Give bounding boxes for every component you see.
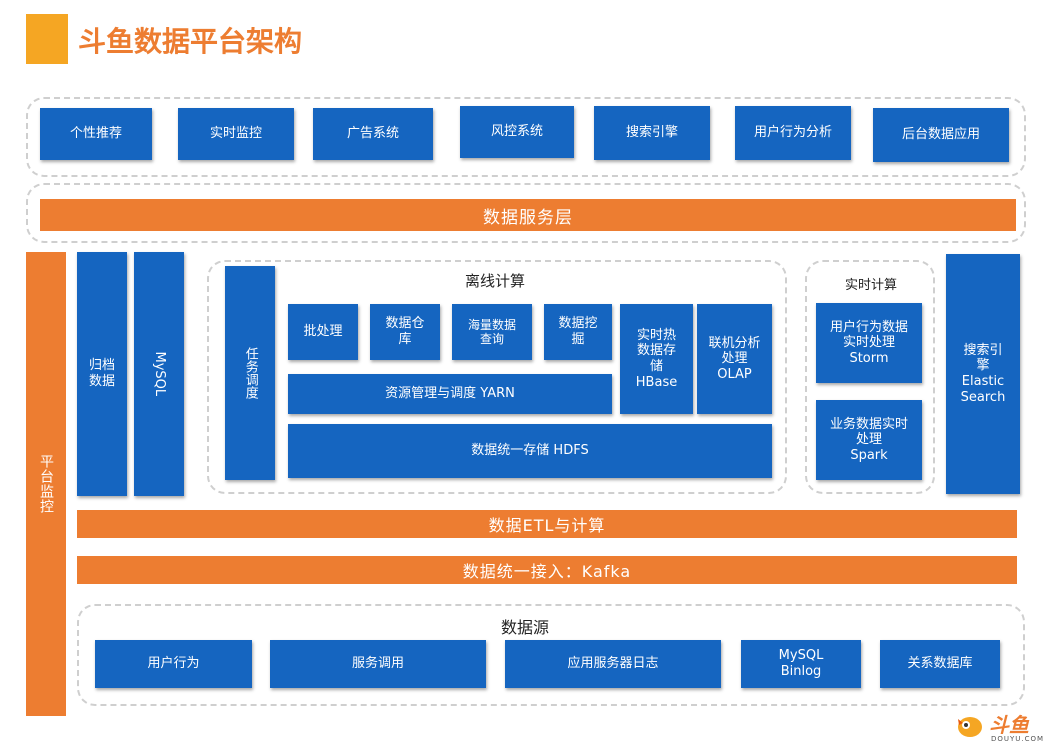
source-relational-db: 关系数据库 [880,640,1000,688]
massive-query-label: 海量数据 查询 [467,317,516,346]
warehouse-box: 数据仓 库 [370,304,440,360]
olap-box: 联机分析 处理 OLAP [697,304,772,414]
spark-box: 业务数据实时 处理 Spark [816,400,922,480]
batch-box: 批处理 [288,304,358,360]
douyu-logo: 斗鱼 DOUYU.COM [955,707,1045,749]
realtime-computing-group [805,260,935,494]
etl-bar: 数据ETL与计算 [77,510,1017,538]
olap-label: 联机分析 处理 OLAP [708,335,761,382]
task-scheduler-label: 任务调度 [242,347,258,399]
app-ad-system: 广告系统 [313,108,433,160]
storm-box: 用户行为数据 实时处理 Storm [816,303,922,383]
source-user-behavior: 用户行为 [95,640,252,688]
douyu-logo-text: 斗鱼 [989,713,1029,737]
app-search-engine: 搜索引擎 [594,106,710,160]
douyu-logo-domain: DOUYU.COM [991,735,1045,743]
offline-computing-title: 离线计算 [464,272,525,290]
data-source-title: 数据源 [500,618,549,637]
title-accent-bar [26,14,68,64]
realtime-computing-title: 实时计算 [844,278,897,293]
source-service-call: 服务调用 [270,640,486,688]
platform-monitor-label: 平台监控 [38,454,54,514]
yarn-box: 资源管理与调度 YARN [288,374,612,414]
mysql-label: MySQL [151,351,167,397]
source-mysql-binlog: MySQL Binlog [741,640,861,688]
archive-data-label: 归档 数据 [88,358,115,389]
app-personal-recommend: 个性推荐 [40,108,152,160]
search-engine-label: 搜索引 擎 Elastic Search [960,342,1006,405]
service-layer-bar: 数据服务层 [40,199,1016,231]
data-mining-box: 数据挖 掘 [544,304,612,360]
app-realtime-monitor: 实时监控 [178,108,294,160]
source-app-server-log: 应用服务器日志 [505,640,721,688]
application-layer-group [26,97,1026,177]
page-title: 斗鱼数据平台架构 [78,25,303,58]
kafka-bar: 数据统一接入：Kafka [77,556,1017,584]
app-backend-data: 后台数据应用 [873,108,1009,162]
mysql-box: MySQL [134,252,184,496]
storm-label: 用户行为数据 实时处理 Storm [829,319,908,366]
app-user-behavior-analysis: 用户行为分析 [735,106,851,160]
service-layer-group [26,183,1026,243]
archive-data-box: 归档 数据 [77,252,127,496]
hbase-box: 实时热 数据存 储 HBase [620,304,693,414]
source-mysql-binlog-label: MySQL Binlog [778,648,824,679]
massive-query-box: 海量数据 查询 [452,304,532,360]
search-engine-box: 搜索引 擎 Elastic Search [946,254,1020,494]
fish-mascot-icon [958,717,982,737]
warehouse-label: 数据仓 库 [385,316,425,347]
hbase-label: 实时热 数据存 储 HBase [635,327,678,390]
spark-label: 业务数据实时 处理 Spark [829,416,908,463]
data-source-group [77,604,1025,706]
task-scheduler-box: 任务调度 [225,266,275,480]
data-mining-label: 数据挖 掘 [558,316,598,347]
offline-computing-group [207,260,787,494]
app-risk-control: 风控系统 [460,106,574,158]
platform-monitor-bar: 平台监控 [26,252,66,716]
hdfs-box: 数据统一存储 HDFS [288,424,772,478]
